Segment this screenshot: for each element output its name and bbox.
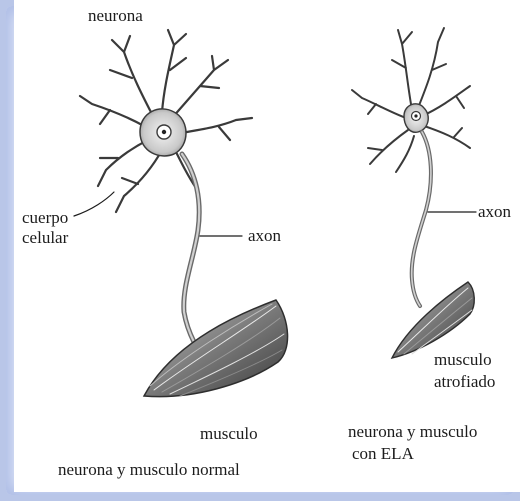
cell-body-leader bbox=[74, 192, 114, 216]
diagram-drawing bbox=[14, 0, 520, 492]
ela-muscle bbox=[392, 282, 474, 358]
label-axon-left: axon bbox=[248, 226, 281, 246]
normal-neuron bbox=[74, 30, 288, 397]
normal-muscle bbox=[144, 300, 288, 397]
label-axon-right: axon bbox=[478, 202, 511, 222]
ela-dendrites bbox=[352, 28, 470, 172]
label-neurona: neurona bbox=[88, 6, 143, 26]
caption-ela-line2: con ELA bbox=[352, 444, 414, 464]
label-musculo-right: musculo bbox=[434, 350, 492, 370]
label-atrofiado: atrofiado bbox=[434, 372, 495, 392]
diagram-sheet: neurona cuerpo celular axon musculo neur… bbox=[14, 0, 520, 492]
label-cuerpo: cuerpo bbox=[22, 208, 68, 228]
caption-normal: neurona y musculo normal bbox=[58, 460, 240, 480]
ela-axon bbox=[412, 132, 431, 306]
caption-ela-line1: neurona y musculo bbox=[348, 422, 477, 442]
label-celular: celular bbox=[22, 228, 68, 248]
ela-neuron bbox=[352, 28, 476, 358]
label-musculo-left: musculo bbox=[200, 424, 258, 444]
